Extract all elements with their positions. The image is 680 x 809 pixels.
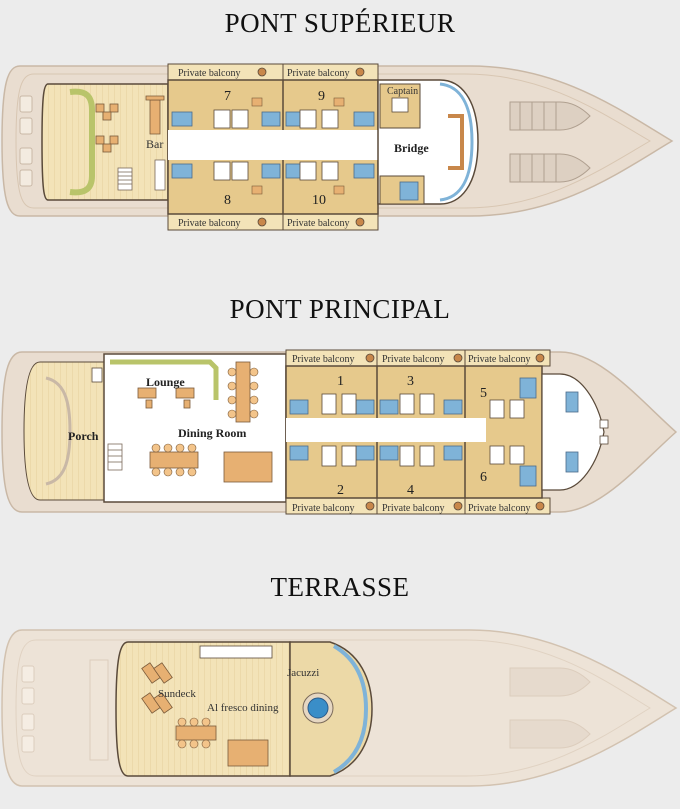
terrace-al-fresco-label: Al fresco dining — [207, 702, 279, 714]
upper-balcony-bottom-right: Private balcony — [287, 218, 349, 229]
main-cabin-6: 6 — [480, 470, 487, 485]
upper-cabin-9: 9 — [318, 89, 325, 104]
terrace-sundeck-label: Sundeck — [158, 688, 196, 700]
main-cabin-1: 1 — [337, 374, 344, 389]
terrace-jacuzzi-label: Jacuzzi — [287, 667, 319, 679]
upper-cabin-10: 10 — [312, 193, 326, 208]
main-lounge-label: Lounge — [146, 375, 185, 389]
main-balcony-bottom-3: Private balcony — [468, 503, 530, 514]
main-cabin-3: 3 — [407, 374, 414, 389]
upper-cabin-7: 7 — [224, 89, 231, 104]
main-cabin-2: 2 — [337, 483, 344, 498]
upper-balcony-bottom-left: Private balcony — [178, 218, 240, 229]
main-porch-label: Porch — [68, 429, 99, 443]
main-balcony-bottom-2: Private balcony — [382, 503, 444, 514]
main-cabin-5: 5 — [480, 386, 487, 401]
upper-cabin-8: 8 — [224, 193, 231, 208]
main-deck: Porch Lounge Dining Room Private b — [1, 349, 678, 515]
upper-deck: Bar Private balcony Private balcony Priv… — [1, 63, 674, 231]
upper-balcony-top-left: Private balcony — [178, 68, 240, 79]
deck-title-main: PONT PRINCIPAL — [229, 294, 451, 324]
main-balcony-top-3: Private balcony — [468, 354, 530, 365]
deck-title-terrace: TERRASSE — [270, 572, 410, 602]
upper-balcony-top-right: Private balcony — [287, 68, 349, 79]
main-dining-room-label: Dining Room — [178, 426, 246, 440]
upper-bridge-label: Bridge — [394, 141, 429, 155]
deck-title-upper: PONT SUPÉRIEUR — [224, 8, 456, 38]
terrace-deck: Sundeck Al fresco dining Jacuzzi — [1, 629, 678, 787]
main-balcony-bottom-1: Private balcony — [292, 503, 354, 514]
upper-bar-label: Bar — [146, 137, 163, 151]
main-balcony-top-1: Private balcony — [292, 354, 354, 365]
upper-tenders — [509, 101, 591, 183]
main-balcony-top-2: Private balcony — [382, 354, 444, 365]
upper-captain-label: Captain — [387, 86, 418, 97]
main-cabin-4: 4 — [407, 483, 414, 498]
